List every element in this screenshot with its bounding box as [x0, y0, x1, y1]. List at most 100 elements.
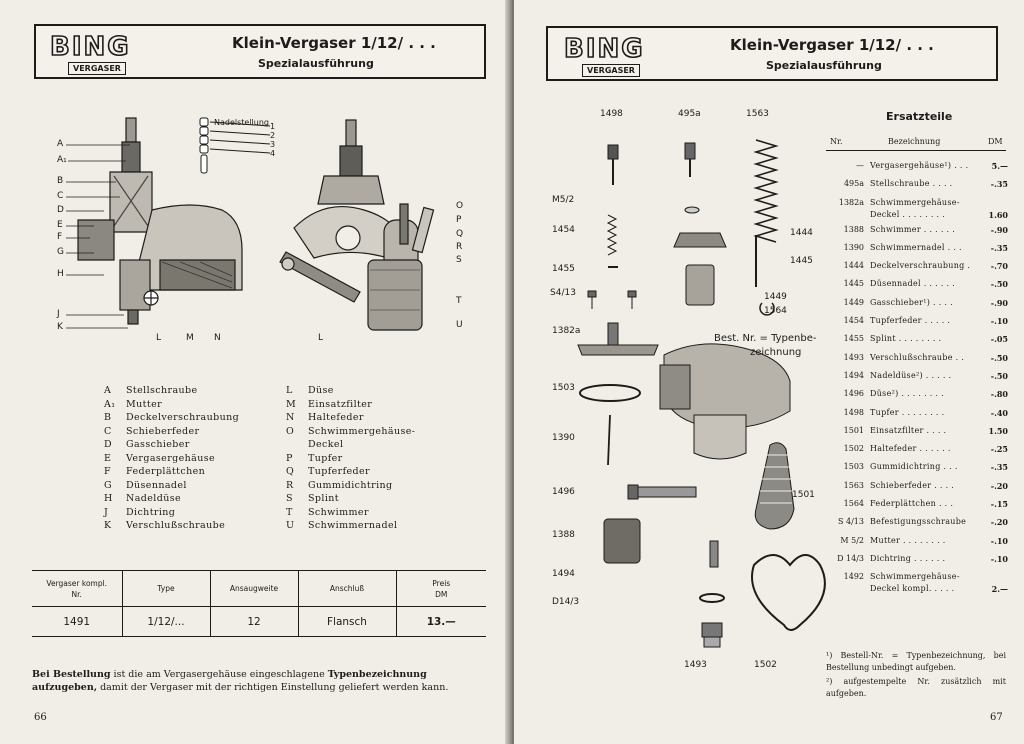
callout-A1: A₁ [57, 155, 67, 165]
legend-value: Mutter [126, 398, 163, 410]
part-price: 2.— [991, 584, 1008, 595]
callout-leader-lines [66, 144, 130, 329]
bing-logo: BING VERGASER [558, 33, 654, 84]
part-name: Stellschraube . . . . [870, 179, 953, 189]
part-name: Splint . . . . . . . . [870, 334, 942, 344]
callout-1502: 1502 [754, 660, 777, 670]
legend-key: A [104, 385, 112, 396]
part-name: Deckelverschraubung . [870, 261, 971, 271]
part-price: -.35 [990, 242, 1008, 253]
legend-item: A₁ Mutter [104, 398, 239, 412]
part-name: Düsennadel . . . . . . [870, 279, 956, 289]
part-price: -.50 [990, 370, 1008, 381]
brand-name: BING [49, 31, 131, 63]
td-anschluss: Flansch [298, 606, 397, 637]
part-number: 1503 [843, 462, 864, 472]
legend-key: P [286, 452, 293, 464]
part-price: -.15 [990, 499, 1008, 510]
callout-1563: 1563 [746, 109, 769, 119]
part-price: -.40 [990, 407, 1008, 418]
legend-value: Schwimmernadel [308, 520, 398, 531]
part-name: Gasschieber¹) . . . . [870, 297, 953, 307]
callout-O: O [456, 201, 464, 211]
legend-value: Tupfer [308, 452, 343, 464]
exploded-parts-drawing [577, 139, 826, 648]
brand-name: BING [563, 33, 645, 65]
part-price: -.35 [990, 179, 1008, 190]
order-note: Bei Bestellung ist die am Vergasergehäus… [32, 668, 484, 694]
legend-value: Tupferfeder [308, 466, 370, 477]
part-number: M 5/2 [840, 535, 864, 545]
legend-value: Gummidichtring [308, 479, 393, 491]
callout-J: J [57, 309, 60, 319]
part-number: 1390 [843, 242, 864, 252]
callout-N: N [214, 333, 221, 343]
page-subtitle: Spezialausführung [258, 57, 374, 70]
part-name: Einsatzfilter . . . . [870, 425, 947, 435]
parts-row: 1444 Deckelverschraubung . -.70 [826, 261, 1008, 279]
part-name: Schwimmergehäuse- [870, 572, 960, 582]
callout-L-exterior: L [318, 333, 324, 343]
callout-F: F [57, 232, 63, 242]
part-name: Schwimmergehäuse- [870, 197, 960, 207]
callout-P: P [456, 215, 462, 225]
page-number: 66 [34, 712, 47, 723]
callout-D143: D14/3 [552, 597, 580, 607]
legend-value: Gasschieber [126, 439, 190, 450]
legend-value: Düsennadel [126, 479, 187, 491]
legend-key: A₁ [104, 398, 116, 410]
part-price: -.50 [990, 279, 1008, 290]
parts-head-dm: DM [988, 137, 1003, 146]
legend-key: E [104, 452, 112, 464]
note-text-1: ist die am Vergasergehäuse eingeschlagen… [110, 669, 328, 680]
legend-key: D [104, 439, 113, 450]
part-name: Mutter . . . . . . . . [870, 535, 946, 545]
brand-sub: VERGASER [582, 64, 640, 77]
th-type: Type [122, 570, 211, 607]
needle-pos-1: 1 [270, 122, 276, 131]
part-name: Befestigungsschraube [870, 517, 967, 527]
callout-T: T [456, 296, 462, 306]
legend-item: D Gasschieber [104, 438, 239, 452]
parts-head-bezeichnung: Bezeichnung [888, 137, 941, 146]
callout-1388: 1388 [552, 530, 575, 540]
part-price: -.90 [990, 224, 1008, 235]
page-title: Klein-Vergaser 1/12/ . . . [232, 34, 436, 52]
part-number: 1493 [843, 352, 864, 362]
part-number: 1388 [843, 224, 864, 234]
part-number: 1382a [838, 197, 864, 207]
legend-value: Schwimmer [308, 506, 369, 518]
part-number: 1444 [843, 261, 864, 271]
part-price: -.70 [990, 261, 1008, 272]
callout-M: M [186, 333, 194, 343]
part-price: -.50 [990, 352, 1008, 363]
callout-1501: 1501 [792, 490, 815, 500]
legend-key [286, 438, 298, 452]
legend-key: F [104, 466, 111, 477]
td-type: 1/12/... [122, 606, 211, 637]
callout-D: D [57, 205, 64, 215]
legend-key: U [286, 520, 295, 531]
page-title: Klein-Vergaser 1/12/ . . . [730, 36, 934, 54]
part-price: -.35 [990, 462, 1008, 473]
legend-item: P Tupfer [286, 452, 415, 466]
part-name: Schwimmer . . . . . . [870, 224, 956, 234]
brand-sub: VERGASER [68, 62, 126, 75]
part-price: -.80 [990, 389, 1008, 400]
callout-best-nr-2: zeichnung [750, 347, 802, 358]
